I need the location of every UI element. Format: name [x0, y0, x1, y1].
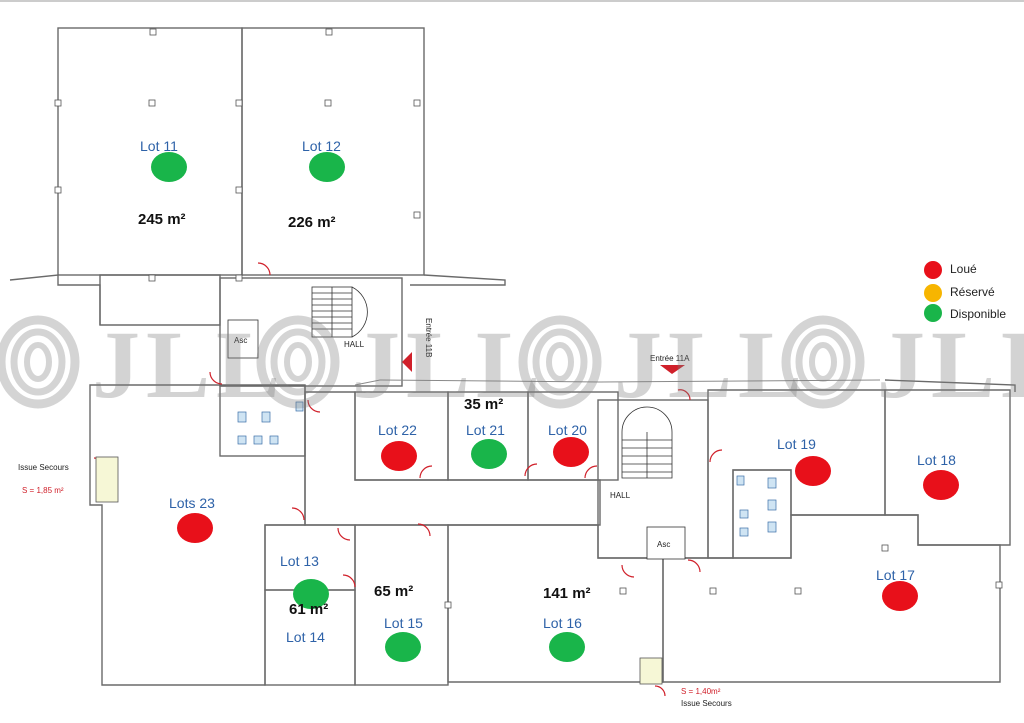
lot-17-zone — [662, 514, 1001, 683]
lots-23-status-dot — [177, 513, 213, 543]
lot-13-label: Lot 13 — [280, 553, 319, 569]
lot-15-status-dot — [385, 632, 421, 662]
lot-21-status-dot — [471, 439, 507, 469]
svg-text:Asc: Asc — [657, 540, 670, 549]
svg-text:Issue Secours: Issue Secours — [681, 699, 732, 708]
hall-middle-label: HALL — [610, 491, 631, 500]
svg-text:Asc: Asc — [234, 336, 247, 345]
lot-15-area: 65 m² — [374, 583, 413, 600]
svg-text:Entrée 11A: Entrée 11A — [650, 354, 690, 363]
lot-12-zone — [241, 27, 425, 276]
stairs-middle — [621, 406, 673, 479]
lot-12-label: Lot 12 — [302, 138, 341, 154]
lot-11-area: 245 m² — [138, 211, 186, 228]
building — [9, 27, 1016, 686]
entrance-11a: Entrée 11A — [650, 354, 690, 374]
lot-13-area: 61 m² — [289, 601, 328, 618]
lot-20-label: Lot 20 — [548, 422, 587, 438]
watermark-text-3: JLL — [614, 311, 808, 418]
lot-11-label: Lot 11 — [140, 138, 178, 154]
lot-15-label: Lot 15 — [384, 615, 423, 631]
watermark-text-1: JLL — [92, 311, 286, 418]
watermark-text-2: JLL — [352, 311, 546, 418]
emergency-exit-bottom: S = 1,40m² Issue Secours — [639, 657, 732, 708]
lot-19-status-dot — [795, 456, 831, 486]
watermark-text-4: JLL — [877, 311, 1024, 418]
legend-loue-label: Loué — [950, 262, 977, 276]
emergency-exit-left: Issue Secours S = 1,85 m² — [18, 456, 119, 503]
lot-12-area: 226 m² — [288, 214, 336, 231]
lot-16-label: Lot 16 — [543, 615, 582, 631]
lot-18-status-dot — [923, 470, 959, 500]
svg-text:S = 1,40m²: S = 1,40m² — [681, 687, 721, 696]
svg-text:Entrée 11B: Entrée 11B — [424, 318, 433, 357]
pillars — [54, 28, 1003, 609]
elevator-middle: Asc — [646, 526, 686, 560]
legend-reserve-label: Réservé — [950, 285, 995, 299]
lot-22-label: Lot 22 — [378, 422, 417, 438]
legend: Loué Réservé Disponible — [924, 261, 1006, 322]
lots-layer: Lot 11 245 m² Lot 12 226 m² Lot 13 61 m² Lot 1… — [138, 138, 959, 662]
lots-23-label: Lots 23 — [169, 495, 215, 511]
toilet-fixtures — [237, 401, 777, 537]
lot-20-status-dot — [553, 437, 589, 467]
lot-17-label: Lot 17 — [876, 567, 915, 583]
elevator-top: Asc — [227, 319, 259, 359]
legend-loue-dot — [924, 261, 942, 279]
lot-16-status-dot — [549, 632, 585, 662]
lot-12-status-dot — [309, 152, 345, 182]
lot-13-status-dot — [293, 579, 329, 609]
lot-17-status-dot — [882, 581, 918, 611]
legend-disponible-label: Disponible — [950, 307, 1006, 321]
lot-18-label: Lot 18 — [917, 452, 956, 468]
stairs-top — [311, 286, 368, 338]
hall-top-label: HALL — [344, 340, 365, 349]
legend-reserve-dot — [924, 284, 942, 302]
lot-14-label: Lot 14 — [286, 629, 325, 645]
lot-21-area: 35 m² — [464, 396, 503, 413]
lot-20-zone — [527, 391, 619, 481]
svg-text:S = 1,85 m²: S = 1,85 m² — [22, 486, 64, 495]
legend-disponible-dot — [924, 304, 942, 322]
svg-text:Issue Secours: Issue Secours — [18, 463, 69, 472]
lot-16-area: 141 m² — [543, 585, 591, 602]
lot-19-label: Lot 19 — [777, 436, 816, 452]
lot-22-status-dot — [381, 441, 417, 471]
jll-watermark: JLL JLL JLL JLL — [1, 311, 1024, 418]
lot-11-status-dot — [151, 152, 187, 182]
entrance-11b: Entrée 11B — [402, 318, 433, 372]
lot-21-label: Lot 21 — [466, 422, 505, 438]
